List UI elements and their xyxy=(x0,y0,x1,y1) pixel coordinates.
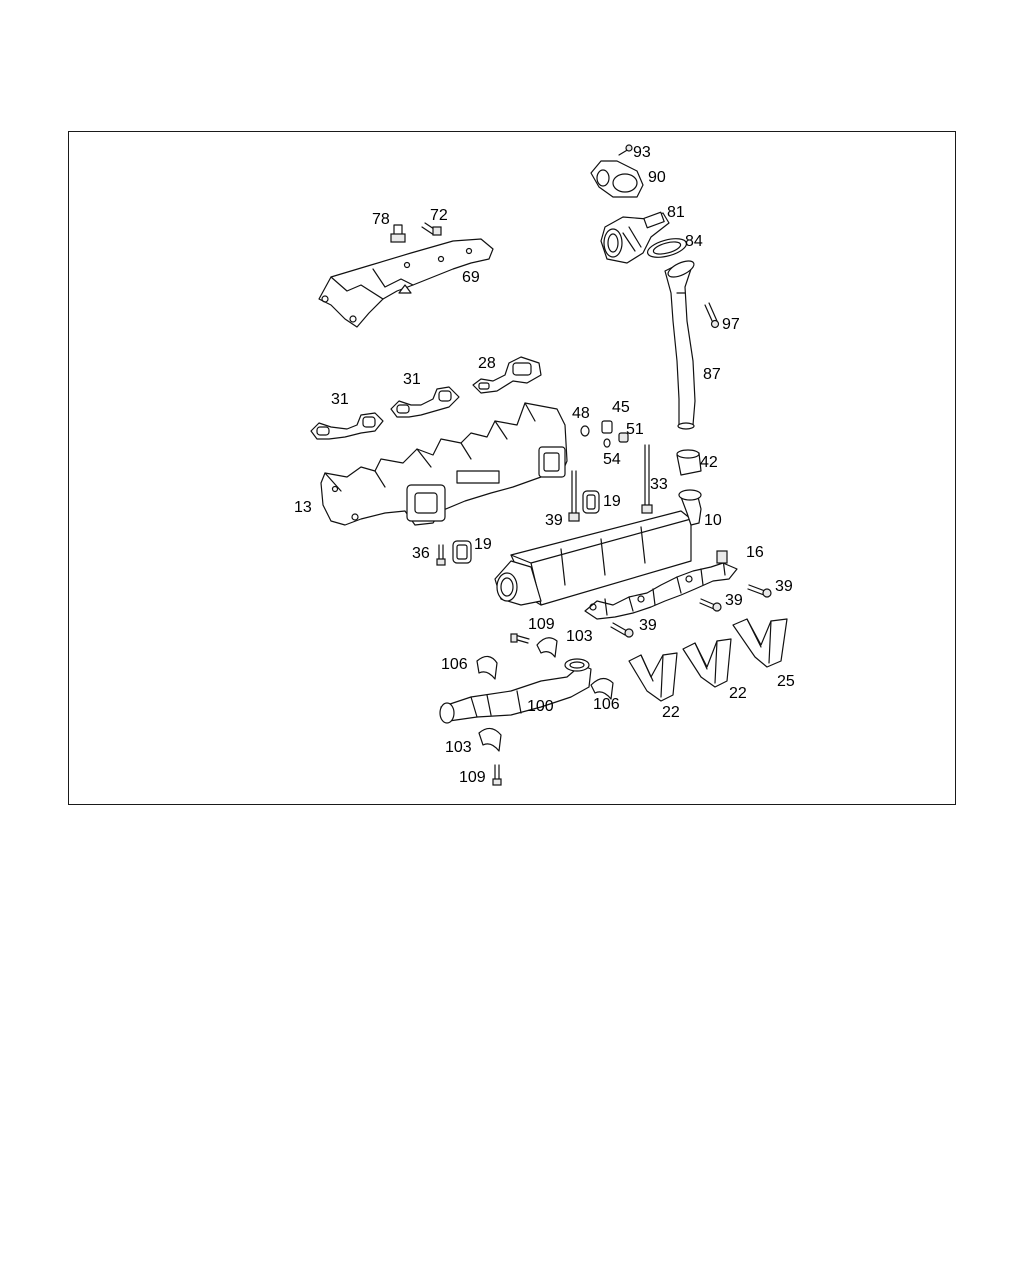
callout-51: 51 xyxy=(626,421,644,438)
callout-39-low: 39 xyxy=(639,617,657,634)
callout-13: 13 xyxy=(294,499,312,516)
callout-39-left: 39 xyxy=(545,512,563,529)
callout-31-upper: 31 xyxy=(403,371,421,388)
diagram-frame xyxy=(68,131,956,805)
gasket-31-upper-drawing xyxy=(390,386,460,418)
egr-pipe-100-drawing xyxy=(439,658,592,724)
callout-25: 25 xyxy=(777,673,795,690)
callout-87: 87 xyxy=(703,366,721,383)
callout-84: 84 xyxy=(685,233,703,250)
callout-36: 36 xyxy=(412,545,430,562)
gasket-31-lower-drawing xyxy=(310,412,384,440)
bracket-rail-16-drawing xyxy=(584,550,738,620)
heat-shield-69-drawing xyxy=(318,238,494,328)
callout-33: 33 xyxy=(650,476,668,493)
sleeve-42-drawing xyxy=(676,449,702,476)
callout-39-mid: 39 xyxy=(725,592,743,609)
bolts-39-right-drawing xyxy=(610,584,772,638)
clamp-106-right-drawing xyxy=(590,677,614,700)
callout-103-upper: 103 xyxy=(566,628,593,645)
gasket-28-drawing xyxy=(472,356,542,394)
callout-106-right: 106 xyxy=(593,696,620,713)
callout-19-lower: 19 xyxy=(474,536,492,553)
gasket-84-drawing xyxy=(646,238,688,258)
clamp-103-upper-drawing xyxy=(536,637,558,658)
callout-100: 100 xyxy=(527,698,554,715)
gasket-19-drawing xyxy=(452,490,600,564)
callout-90: 90 xyxy=(648,169,666,186)
callout-45: 45 xyxy=(612,399,630,416)
callout-16: 16 xyxy=(746,544,764,561)
bolt-36-drawing xyxy=(436,544,446,566)
callout-78: 78 xyxy=(372,211,390,228)
bolt-33-drawing xyxy=(641,444,653,514)
flange-90-drawing xyxy=(590,160,644,198)
clamp-106-left-drawing xyxy=(476,655,498,680)
bolt-97-drawing xyxy=(704,302,720,329)
bracket-22-right-drawing xyxy=(682,638,732,688)
callout-103-lower: 103 xyxy=(445,739,472,756)
egr-cooler-10-drawing xyxy=(494,489,702,606)
callout-81: 81 xyxy=(667,204,685,221)
bolt-109-upper-drawing xyxy=(510,633,530,644)
manifold-13-drawing xyxy=(320,402,568,526)
callout-109-lower: 109 xyxy=(459,769,486,786)
callout-22-left: 22 xyxy=(662,704,680,721)
exploded-parts-drawing xyxy=(310,144,788,786)
callout-97: 97 xyxy=(722,316,740,333)
bracket-22-left-drawing xyxy=(628,652,678,702)
pipe-87-drawing xyxy=(664,260,696,430)
callout-19-upper: 19 xyxy=(603,493,621,510)
callout-93: 93 xyxy=(633,144,651,161)
callout-72: 72 xyxy=(430,207,448,224)
callout-69: 69 xyxy=(462,269,480,286)
callout-106-left: 106 xyxy=(441,656,468,673)
callout-10: 10 xyxy=(704,512,722,529)
bolt-78-drawing xyxy=(390,224,406,243)
callout-39-right: 39 xyxy=(775,578,793,595)
bracket-25-drawing xyxy=(732,618,788,668)
callout-22-right: 22 xyxy=(729,685,747,702)
callout-28: 28 xyxy=(478,355,496,372)
bolt-39-left-drawing xyxy=(568,470,580,522)
clamp-103-lower-drawing xyxy=(478,727,502,752)
callout-48: 48 xyxy=(572,405,590,422)
callout-31-lower: 31 xyxy=(331,391,349,408)
callout-54: 54 xyxy=(603,451,621,468)
bolt-109-lower-drawing xyxy=(492,764,502,786)
bolt-72-drawing xyxy=(421,222,442,236)
valve-81-drawing xyxy=(600,211,670,264)
callout-42: 42 xyxy=(700,454,718,471)
callout-109-upper: 109 xyxy=(528,616,555,633)
bolt-93-drawing xyxy=(618,144,633,156)
small-parts-48-45-51-54-drawing xyxy=(580,420,629,448)
